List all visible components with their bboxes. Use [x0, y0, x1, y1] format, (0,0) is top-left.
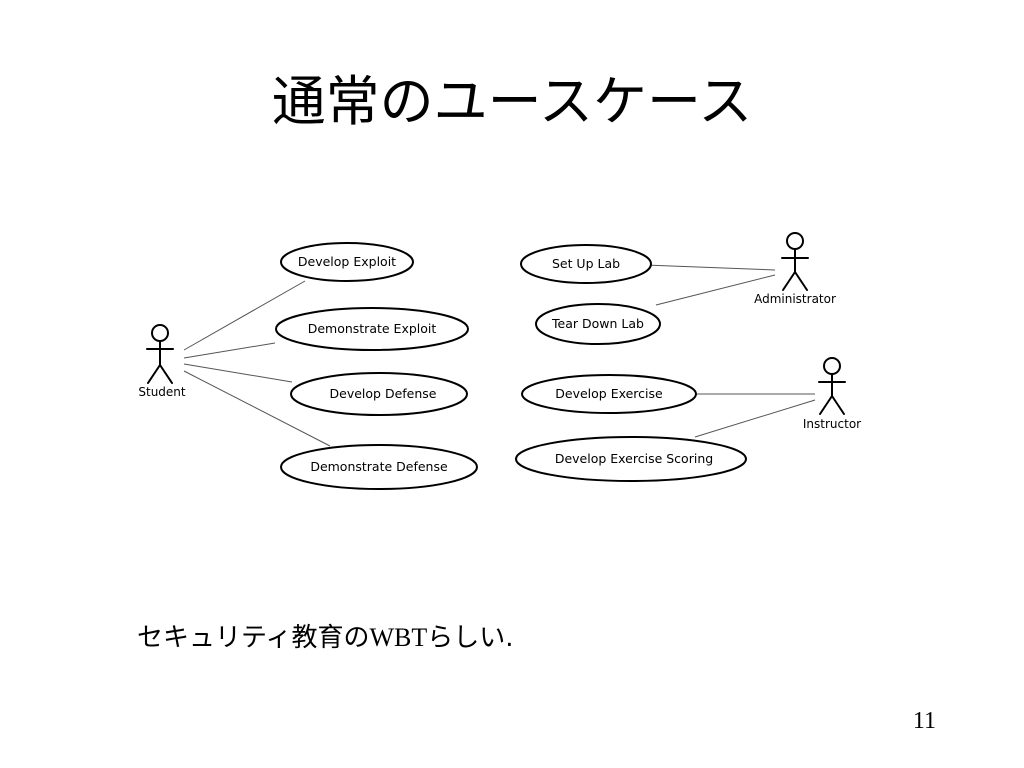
use-case-demonstrate-exploit [275, 307, 469, 351]
use-case-demonstrate-defense [280, 444, 478, 490]
use-case-set-up-lab [520, 244, 652, 284]
use-case-label: Develop Defense [330, 386, 437, 401]
association-administrator-tear-down-lab [655, 274, 776, 306]
use-case-label: Set Up Lab [552, 256, 620, 271]
actor-instructor-label: Instructor [803, 417, 861, 431]
actor-student-figure [146, 324, 174, 384]
association-administrator-set-up-lab [644, 264, 776, 271]
association-student-demonstrate-defense [183, 370, 331, 447]
association-student-develop-defense [183, 363, 293, 383]
use-case-label: Demonstrate Exploit [308, 321, 437, 336]
caption-suffix: らしい. [427, 623, 514, 653]
page-number: 11 [912, 708, 936, 734]
caption: セキュリティ教育のWBTらしい. [137, 618, 513, 658]
actor-student-label: Student [138, 385, 186, 399]
use-case-label: Demonstrate Defense [310, 459, 448, 474]
actor-instructor-figure [818, 357, 846, 415]
association-student-demonstrate-exploit [183, 342, 276, 359]
use-case-tear-down-lab [535, 303, 661, 345]
caption-prefix: セキュリティ教育の [137, 623, 370, 653]
use-case-label: Develop Exploit [298, 254, 396, 269]
caption-acronym: WBT [369, 623, 428, 652]
actor-administrator-label: Administrator [754, 292, 836, 306]
association-student-develop-exploit [183, 280, 306, 351]
use-case-develop-defense [290, 372, 468, 416]
use-case-label: Develop Exercise [555, 386, 663, 401]
use-case-develop-exercise-scoring [515, 436, 747, 482]
actor-administrator-figure [781, 232, 809, 291]
use-case-develop-exercise [521, 374, 697, 414]
use-case-label: Develop Exercise Scoring [555, 451, 713, 466]
use-case-label: Tear Down Lab [551, 316, 644, 331]
association-instructor-develop-exercise-scoring [694, 399, 816, 438]
use-case-develop-exploit [280, 242, 414, 282]
slide-title: 通常のユースケース [271, 70, 753, 133]
